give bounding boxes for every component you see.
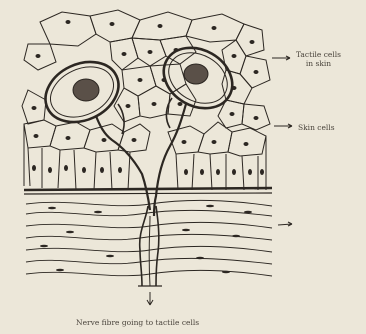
label-nerve-fibre: Nerve fibre going to tactile cells	[76, 318, 199, 327]
epidermis-cells-upper	[22, 10, 270, 130]
label-tactile-cells-line1: Tactile cells	[296, 50, 341, 59]
label-skin-cells: Skin cells	[298, 123, 335, 132]
label-tactile-cells: Tactile cells in skin	[296, 50, 341, 68]
epidermis-cells-basal	[24, 120, 266, 190]
label-tactile-cells-line2: in skin	[296, 59, 341, 68]
tactile-cell-left	[36, 51, 150, 210]
